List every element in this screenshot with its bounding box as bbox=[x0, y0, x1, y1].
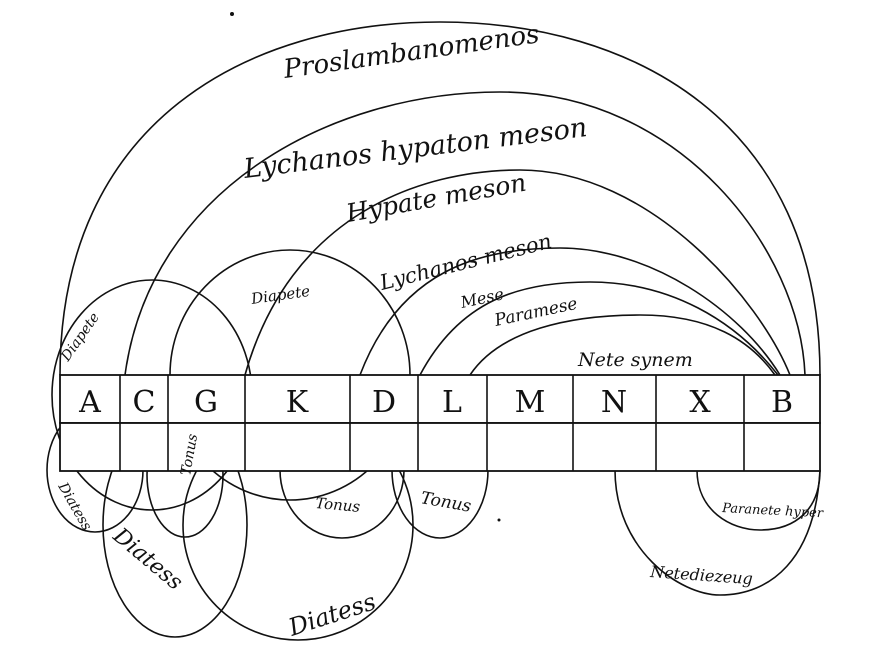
label-tonus-1: Tonus bbox=[178, 433, 201, 477]
letter-B: B bbox=[771, 385, 793, 420]
arc-paramese bbox=[469, 314, 776, 376]
label-proslambanomenos: Proslambanomenos bbox=[281, 19, 541, 85]
label-nete-synem: Nete synem bbox=[577, 349, 693, 371]
arc-mese bbox=[419, 281, 779, 376]
label-diapente-left: Diapete bbox=[58, 310, 103, 365]
letter-N: N bbox=[601, 385, 627, 420]
label-tonus-2: Tonus bbox=[315, 494, 362, 516]
label-lychanos-meson: Lychanos meson bbox=[376, 229, 554, 295]
label-diatess-3: Diatess bbox=[284, 587, 379, 642]
upper-arcs bbox=[59, 21, 821, 376]
label-tonus-3: Tonus bbox=[419, 488, 473, 517]
arc-hypate-meson bbox=[244, 169, 791, 376]
letter-X: X bbox=[689, 385, 711, 420]
label-nete-diezeug: Netediezeug bbox=[649, 562, 754, 588]
arc-paranete-hyper bbox=[696, 469, 821, 531]
letter-M: M bbox=[515, 385, 546, 420]
bar-bottom bbox=[59, 422, 821, 472]
label-paranete-hyper: Paranete hyper bbox=[721, 501, 824, 521]
bar-dividers bbox=[119, 375, 745, 471]
arc-proslambanomenos bbox=[59, 21, 821, 376]
upper-labels: Proslambanomenos Lychanos hypaton meson … bbox=[58, 19, 693, 371]
label-hypate-meson: Hypate meson bbox=[343, 168, 528, 228]
letter-C: C bbox=[133, 385, 156, 420]
label-diapente-mid: Diapete bbox=[249, 282, 311, 308]
label-diatess-2: Diatess bbox=[107, 523, 187, 596]
letter-G: G bbox=[194, 385, 218, 420]
letter-L: L bbox=[442, 385, 462, 420]
label-paramese: Paramese bbox=[492, 294, 579, 331]
ink-dot bbox=[497, 518, 501, 522]
arc-nete-diezeug bbox=[614, 469, 821, 596]
label-lychanos-hypaton-meson: Lychanos hypaton meson bbox=[241, 112, 589, 185]
label-mese: Mese bbox=[458, 284, 506, 312]
ink-dot bbox=[230, 12, 234, 16]
letter-A: A bbox=[78, 385, 101, 420]
letter-bar: A C G K D L M N X B bbox=[59, 374, 821, 472]
letter-K: K bbox=[286, 385, 309, 420]
arc-lychanos-hypaton bbox=[124, 91, 806, 376]
arc-lychanos-meson bbox=[359, 247, 781, 376]
letter-D: D bbox=[372, 385, 396, 420]
